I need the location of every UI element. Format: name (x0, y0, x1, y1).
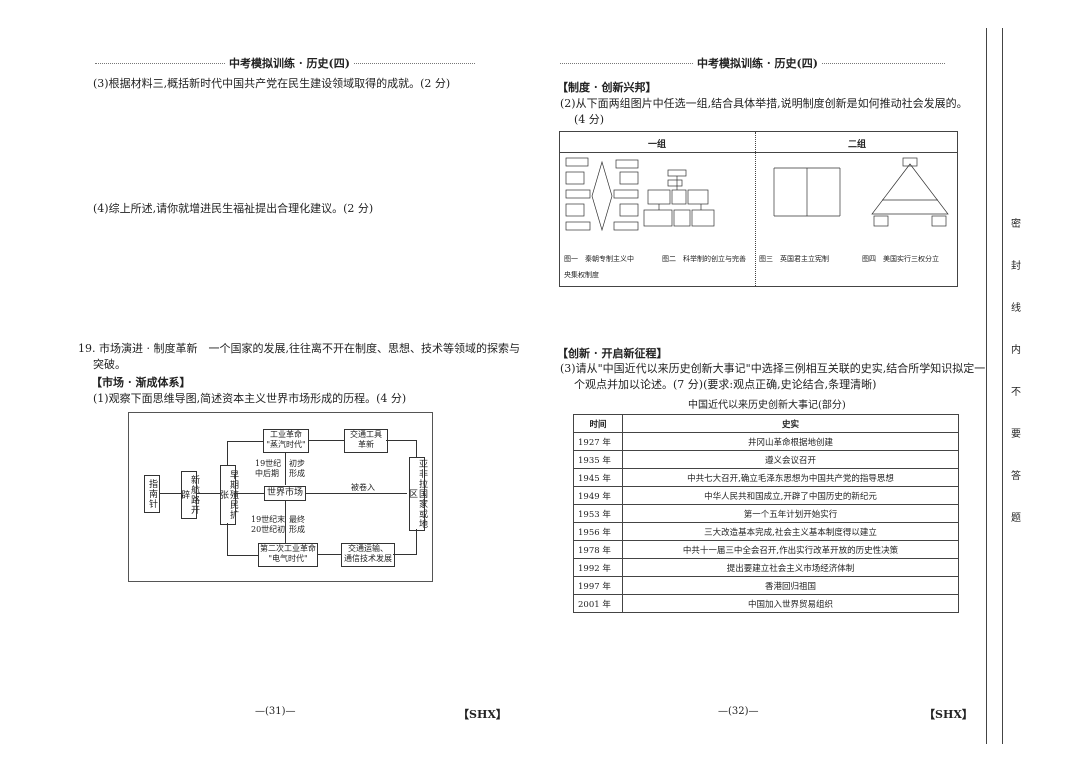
table-row: 1997 年香港回归祖国 (573, 576, 959, 595)
mindmap-industrial-revolution-1: 工业革命"蒸汽时代" (263, 429, 309, 453)
left-page-number: —(31)— (255, 706, 296, 717)
table-header-event: 史实 (622, 414, 959, 433)
mindmap-transport-innovation: 交通工具革新 (344, 429, 388, 453)
table-cell-event: 中共十一届三中全会召开,作出实行改革开放的历史性决策 (622, 540, 959, 559)
table-cell-year: 1935 年 (573, 450, 623, 469)
seal-line-char: 内 (1011, 345, 1021, 356)
mindmap-industrial-revolution-2: 第二次工业革命"电气时代" (258, 543, 318, 567)
mindmap-compass: 指南针 (144, 475, 160, 513)
table-row: 1953 年第一个五年计划开始实行 (573, 504, 959, 523)
innovation-section-title: 【创新 · 开启新征程】 (557, 347, 668, 360)
question-19-line1: 19. 市场演进 · 制度革新 一个国家的发展,往往离不开在制度、思想、技术等领… (78, 342, 520, 355)
table-row: 1992 年提出要建立社会主义市场经济体制 (573, 558, 959, 577)
mindmap-asia-africa-latin-america: 亚非拉国家或地区 (407, 457, 427, 531)
table-cell-event: 中共七大召开,确立毛泽东思想为中国共产党的指导思想 (622, 468, 959, 487)
institution-image-groups: 一组 二组 图一 秦朝专制主义中央集权制度 图二 科 (559, 131, 958, 287)
group-2-label: 二组 (848, 140, 867, 150)
table-cell-year: 2001 年 (573, 594, 623, 613)
qin-and-keju-diagram (565, 157, 715, 232)
mindmap-drawn-in: 被卷入 (351, 483, 375, 492)
table-header-time: 时间 (573, 414, 623, 433)
table-header-row: 时间 史实 (573, 414, 959, 433)
table-cell-event: 井冈山革命根据地创建 (622, 432, 959, 451)
table-cell-year: 1992 年 (573, 558, 623, 577)
mindmap-transport-communication: 交通运输、通信技术发展 (341, 543, 395, 567)
market-mindmap: 指南针 新航路开辟 早期殖民扩张 工业革命"蒸汽时代" 交通工具革新 19世纪中… (128, 412, 433, 582)
figure-2-caption: 图二 科举制的创立与完善 (662, 255, 746, 263)
left-question-3: (3)根据材料三,概括新时代中国共产党在民生建设领域取得的成就。(2 分) (93, 77, 451, 90)
mindmap-initial-formation: 初步形成 (289, 459, 305, 478)
table-row: 1949 年中华人民共和国成立,开辟了中国历史的新纪元 (573, 486, 959, 505)
mindmap-new-route: 新航路开辟 (179, 471, 199, 519)
right-question-2-line2: (4 分) (574, 113, 605, 126)
table-cell-year: 1945 年 (573, 468, 623, 487)
mindmap-colonial-expansion: 早期殖民扩张 (218, 465, 238, 525)
table-cell-event: 第一个五年计划开始实行 (622, 504, 959, 523)
table-row: 1978 年中共十一届三中全会召开,作出实行改革开放的历史性决策 (573, 540, 959, 559)
table-row: 1927 年井冈山革命根据地创建 (573, 432, 959, 451)
figure-4-caption: 图四 美国实行三权分立 (862, 255, 939, 263)
table-cell-year: 1927 年 (573, 432, 623, 451)
left-brand: 【SHX】 (458, 708, 507, 721)
table-cell-event: 提出要建立社会主义市场经济体制 (622, 558, 959, 577)
table-cell-year: 1978 年 (573, 540, 623, 559)
left-question-4: (4)综上所述,请你就增进民生福祉提出合理化建议。(2 分) (93, 202, 374, 215)
right-brand: 【SHX】 (924, 708, 973, 721)
institution-section-title: 【制度 · 创新兴邦】 (557, 81, 657, 94)
right-question-3-line2: 个观点并加以论述。(7 分)(要求:观点正确,史论结合,条理清晰) (574, 378, 877, 391)
table-row: 1935 年遵义会议召开 (573, 450, 959, 469)
question-19-line2: 突破。 (93, 358, 126, 371)
table-cell-event: 遵义会议召开 (622, 450, 959, 469)
seal-line-char: 要 (1011, 429, 1021, 440)
table-cell-year: 1956 年 (573, 522, 623, 541)
seal-line-char: 封 (1011, 261, 1021, 272)
group-1-label: 一组 (648, 140, 667, 150)
table-cell-event: 三大改造基本完成,社会主义基本制度得以建立 (622, 522, 959, 541)
seal-line-char: 线 (1011, 303, 1021, 314)
table-cell-year: 1997 年 (573, 576, 623, 595)
question-19-1: (1)观察下面思维导图,简述资本主义世界市场形成的历程。(4 分) (93, 392, 407, 405)
right-question-3-line1: (3)请从"中国近代以来历史创新大事记"中选择三例相互关联的史实,结合所学知识拟… (560, 362, 986, 375)
seal-line-char: 不 (1011, 387, 1021, 398)
events-table-title: 中国近代以来历史创新大事记(部分) (688, 400, 846, 411)
table-cell-event: 中华人民共和国成立,开辟了中国历史的新纪元 (622, 486, 959, 505)
table-cell-year: 1953 年 (573, 504, 623, 523)
market-section-title: 【市场 · 渐成体系】 (91, 376, 191, 389)
seal-line-char: 答 (1011, 471, 1021, 482)
mindmap-mid-19th-century: 19世纪中后期 (255, 459, 282, 478)
figure-3-caption: 图三 英国君主立宪制 (759, 255, 829, 263)
right-page-number: —(32)— (718, 706, 759, 717)
uk-and-us-system-diagram (773, 157, 949, 227)
table-row: 1956 年三大改造基本完成,社会主义基本制度得以建立 (573, 522, 959, 541)
left-page-header: 中考模拟训练 · 历史(四) (225, 55, 354, 71)
right-page-header: 中考模拟训练 · 历史(四) (693, 55, 822, 71)
figure-1-caption: 图一 秦朝专制主义中央集权制度 (564, 255, 634, 279)
mindmap-world-market: 世界市场 (264, 486, 306, 501)
right-question-2-line1: (2)从下面两组图片中任选一组,结合具体举措,说明制度创新是如何推动社会发展的。 (560, 97, 968, 110)
seal-line-char: 密 (1011, 219, 1021, 230)
table-row: 2001 年中国加入世界贸易组织 (573, 594, 959, 613)
table-row: 1945 年中共七大召开,确立毛泽东思想为中国共产党的指导思想 (573, 468, 959, 487)
mindmap-final-formation: 最终形成 (289, 515, 305, 534)
table-cell-event: 中国加入世界贸易组织 (622, 594, 959, 613)
seal-line-char: 题 (1011, 513, 1021, 524)
table-cell-year: 1949 年 (573, 486, 623, 505)
table-cell-event: 香港回归祖国 (622, 576, 959, 595)
